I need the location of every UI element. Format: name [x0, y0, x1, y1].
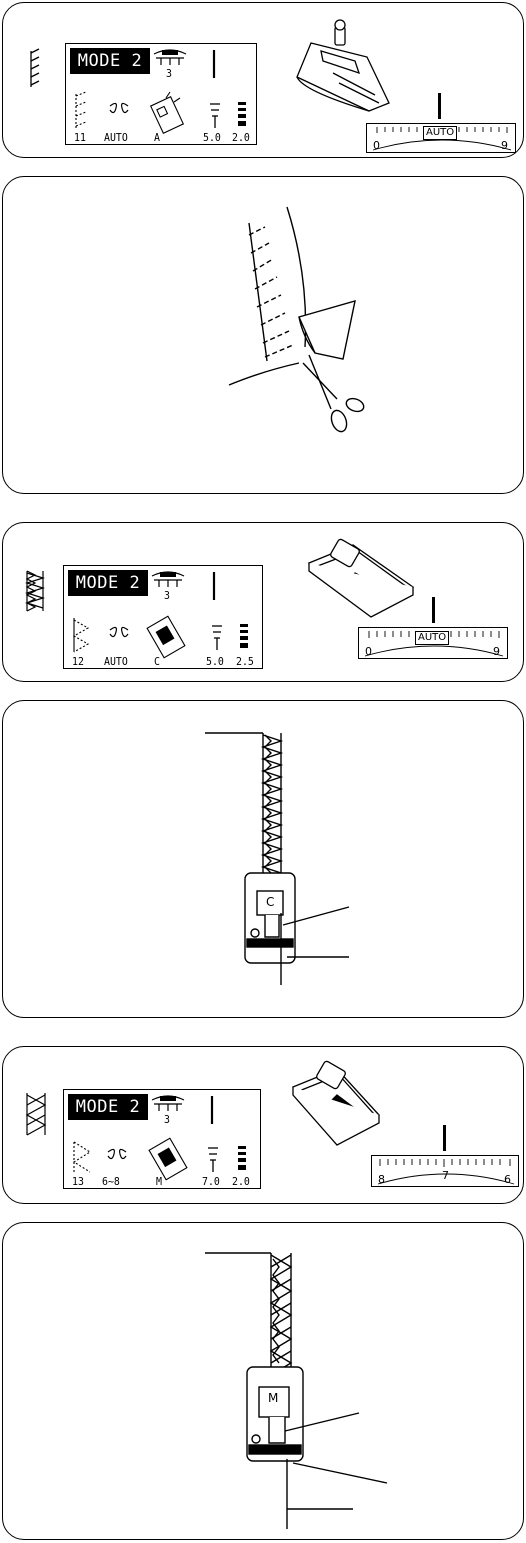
width-dial: 8 7 6: [371, 1155, 519, 1187]
settings-panel-2: MODE 2: [2, 522, 524, 682]
dial-indicator-mark: [432, 597, 435, 623]
dial-left-number: 0: [365, 646, 372, 657]
tension-dial: 0 AUTO 9: [366, 123, 516, 153]
tension-dial: 0 AUTO 9: [358, 627, 508, 659]
dial-center-label: AUTO: [423, 126, 457, 140]
foot-letter-label: M: [268, 1391, 278, 1405]
presser-foot-icon: [245, 873, 349, 985]
fabric-trimming-icon: [3, 177, 525, 495]
dial-indicator-mark: [443, 1125, 446, 1151]
sewing-illustration-panel-1: C: [2, 700, 524, 1018]
dial-left-number: 8: [378, 1174, 385, 1185]
settings-panel-3: MODE 2: [2, 1046, 524, 1204]
dial-left-number: 0: [373, 140, 380, 151]
dial-right-number: 6: [504, 1174, 511, 1185]
dial-indicator-mark: [438, 93, 441, 119]
overedge-sewing-icon: [3, 701, 525, 1019]
dial-center-number: 7: [442, 1170, 449, 1181]
overlock-sewing-icon: [3, 1223, 525, 1541]
foot-letter-label: C: [266, 895, 274, 909]
dial-right-number: 9: [501, 140, 508, 151]
dial-center-label: AUTO: [415, 631, 449, 645]
settings-panel-1: MODE 2: [2, 2, 524, 158]
sewing-illustration-panel-2: M: [2, 1222, 524, 1540]
dial-right-number: 9: [493, 646, 500, 657]
trimming-illustration-panel: [2, 176, 524, 494]
scissors-icon: [303, 355, 366, 434]
